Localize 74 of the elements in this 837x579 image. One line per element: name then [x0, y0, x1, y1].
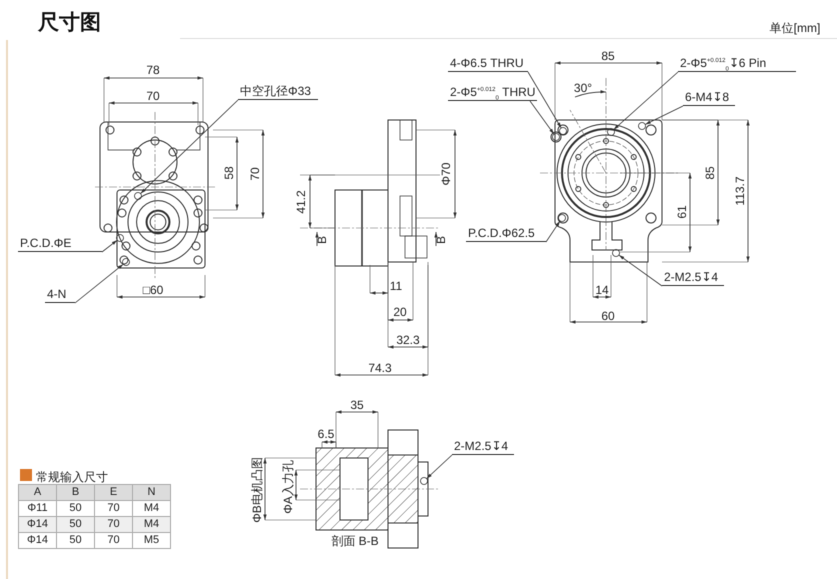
- callout-label: 2-M2.5↧4: [662, 270, 724, 286]
- leader-line: [618, 254, 662, 286]
- callout-label: 4-Φ6.5 THRU: [448, 56, 528, 72]
- callout-label: P.C.D.Φ62.5: [466, 226, 546, 242]
- leader-line: [426, 454, 452, 480]
- dimension-label: ΦA入力孔: [281, 460, 295, 514]
- table-cell: 50: [57, 533, 95, 549]
- leader-line: [613, 72, 678, 130]
- hole-mark: [122, 258, 130, 266]
- callout-label: 6-M4↧8: [683, 90, 735, 106]
- callout-label: P.C.D.ΦE: [18, 236, 102, 252]
- leader-line: [528, 72, 562, 128]
- leader-line: [546, 220, 560, 242]
- dimension-value: 113.7: [733, 176, 747, 206]
- unit-label: 单位[mm]: [770, 21, 820, 35]
- column-header: N: [133, 485, 171, 501]
- dimension-value: 78: [146, 63, 160, 77]
- dimension-value: 85: [703, 166, 717, 180]
- leader-line: [530, 100, 554, 135]
- hole-mark: [420, 477, 428, 485]
- hole-mark: [134, 192, 142, 200]
- dimension-value: 35: [350, 398, 364, 412]
- table-cell: 70: [95, 533, 133, 549]
- dimension-value: 85: [601, 49, 615, 63]
- dimension-value: 32.3: [396, 333, 420, 347]
- dimension-value: □60: [142, 283, 164, 297]
- table-cell: 50: [57, 517, 95, 533]
- dimension-value: 11: [390, 279, 402, 293]
- dimension-value: 6.5: [318, 427, 334, 441]
- hole-mark: [607, 128, 615, 136]
- leader-line: [140, 100, 238, 194]
- dimension-value: 74.3: [368, 361, 392, 375]
- table-heading: 常规输入尺寸: [36, 469, 108, 486]
- column-header: B: [57, 485, 95, 501]
- table-cell: Φ14: [19, 533, 57, 549]
- leader-line: [102, 240, 118, 252]
- title: 尺寸图: [38, 10, 101, 36]
- table-cell: Φ14: [19, 517, 57, 533]
- dimension-value: 70: [248, 167, 262, 181]
- column-header: A: [19, 485, 57, 501]
- hole-mark: [559, 127, 567, 135]
- callout-label: 4-N: [45, 287, 75, 303]
- callout-label: 中空孔径Φ33: [238, 84, 318, 100]
- callout-label: 2-M2.5↧4: [452, 439, 514, 455]
- table-cell: 70: [95, 517, 133, 533]
- table-cell: M4: [133, 501, 171, 517]
- table-cell: M4: [133, 517, 171, 533]
- dimension-label: ΦB电机凸图: [250, 457, 264, 523]
- dimension-value: 30°: [574, 81, 592, 95]
- column-header: E: [95, 485, 133, 501]
- hole-mark: [116, 234, 124, 242]
- section-marker: B: [434, 236, 448, 244]
- dimension-value: 58: [222, 166, 236, 180]
- leader-line: [644, 106, 684, 125]
- table-cell: 70: [95, 501, 133, 517]
- callout-label: 2-Φ5$^{+0.012}$$_{0}$↧6 Pin: [678, 56, 796, 72]
- leader-line: [74, 264, 124, 304]
- dimension-value: 60: [601, 309, 615, 323]
- table-cell: M5: [133, 533, 171, 549]
- dimension-value: 41.2: [294, 190, 308, 214]
- hole-mark: [558, 214, 566, 222]
- table-cell: 50: [57, 501, 95, 517]
- callout-label: 2-Φ5$^{+0.012}$$_{0}$ THRU: [448, 85, 538, 101]
- dimension-value: 20: [393, 305, 407, 319]
- table-cell: Φ11: [19, 501, 57, 517]
- dimension-value: 61: [675, 205, 689, 219]
- hole-mark: [638, 122, 646, 130]
- section-label: 剖面 B-B: [331, 534, 379, 548]
- dimension-value: 70: [146, 89, 160, 103]
- hole-mark: [552, 133, 560, 141]
- section-marker: B: [315, 236, 329, 244]
- hole-mark: [612, 249, 620, 257]
- dimension-value: 14: [595, 283, 609, 297]
- dimension-value: Φ70: [439, 162, 453, 186]
